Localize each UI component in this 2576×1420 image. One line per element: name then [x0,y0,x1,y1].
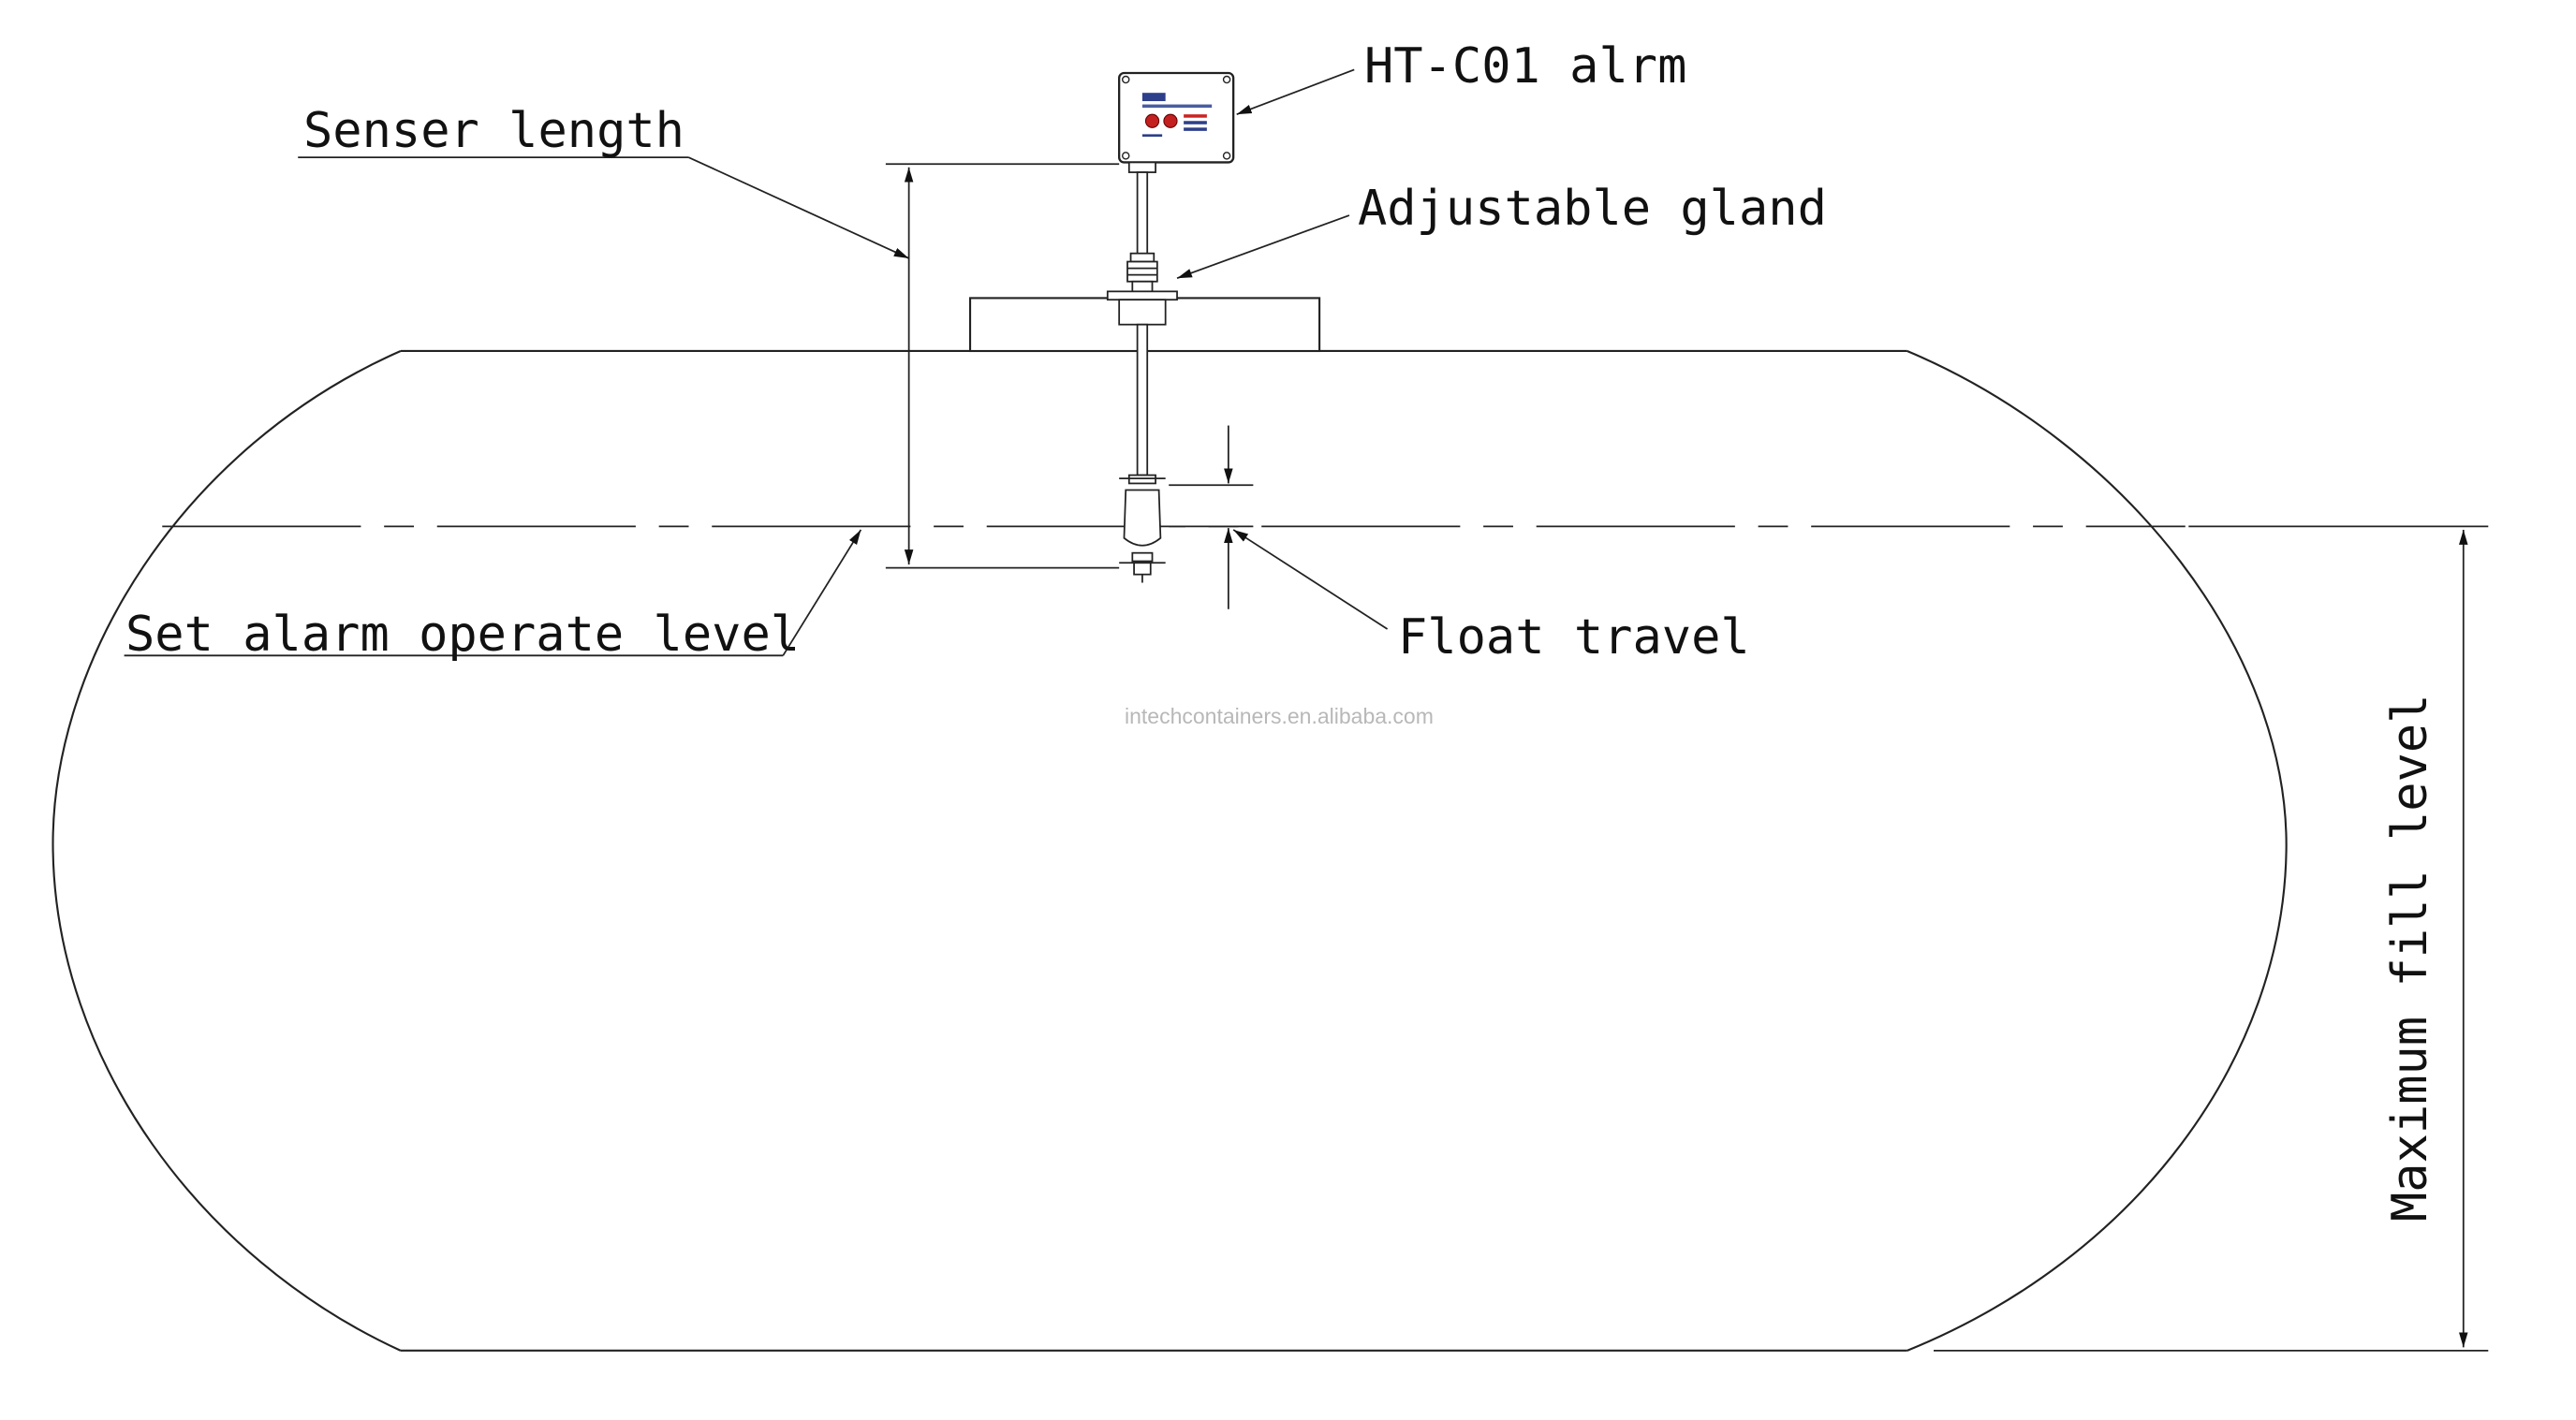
watermark: intechcontainers.en.alibaba.com [1125,704,1434,728]
alarm-indicator-right [1163,113,1178,128]
gland-leader [1176,214,1350,280]
float-travel-label: Float travel [1398,609,1750,666]
gland-label: Adjustable gland [1358,181,1827,237]
sensor-length-label: Senser length [303,103,684,159]
sensor-length-dimension [298,156,1120,569]
adjustable-gland [1106,252,1178,326]
max-fill-dimension [1934,525,2489,1352]
sensor-stem-lower [1136,323,1149,476]
float [1119,474,1166,583]
alarm-unit-label: HT-C01 alrm [1364,38,1687,95]
max-fill-label: Maximum fill level [2382,694,2438,1222]
alarm-level-label: Set alarm operate level [125,607,801,663]
float-travel-dimension [1169,425,1389,630]
sensor-stem-upper [1136,171,1149,256]
alarm-level-leader [124,529,862,657]
tank-outline [52,349,2288,1352]
alarm-indicator-left [1144,113,1160,128]
alarm-panel-logo [1141,93,1166,102]
alarm-unit [1118,71,1235,173]
alarm-unit-leader [1236,68,1355,116]
